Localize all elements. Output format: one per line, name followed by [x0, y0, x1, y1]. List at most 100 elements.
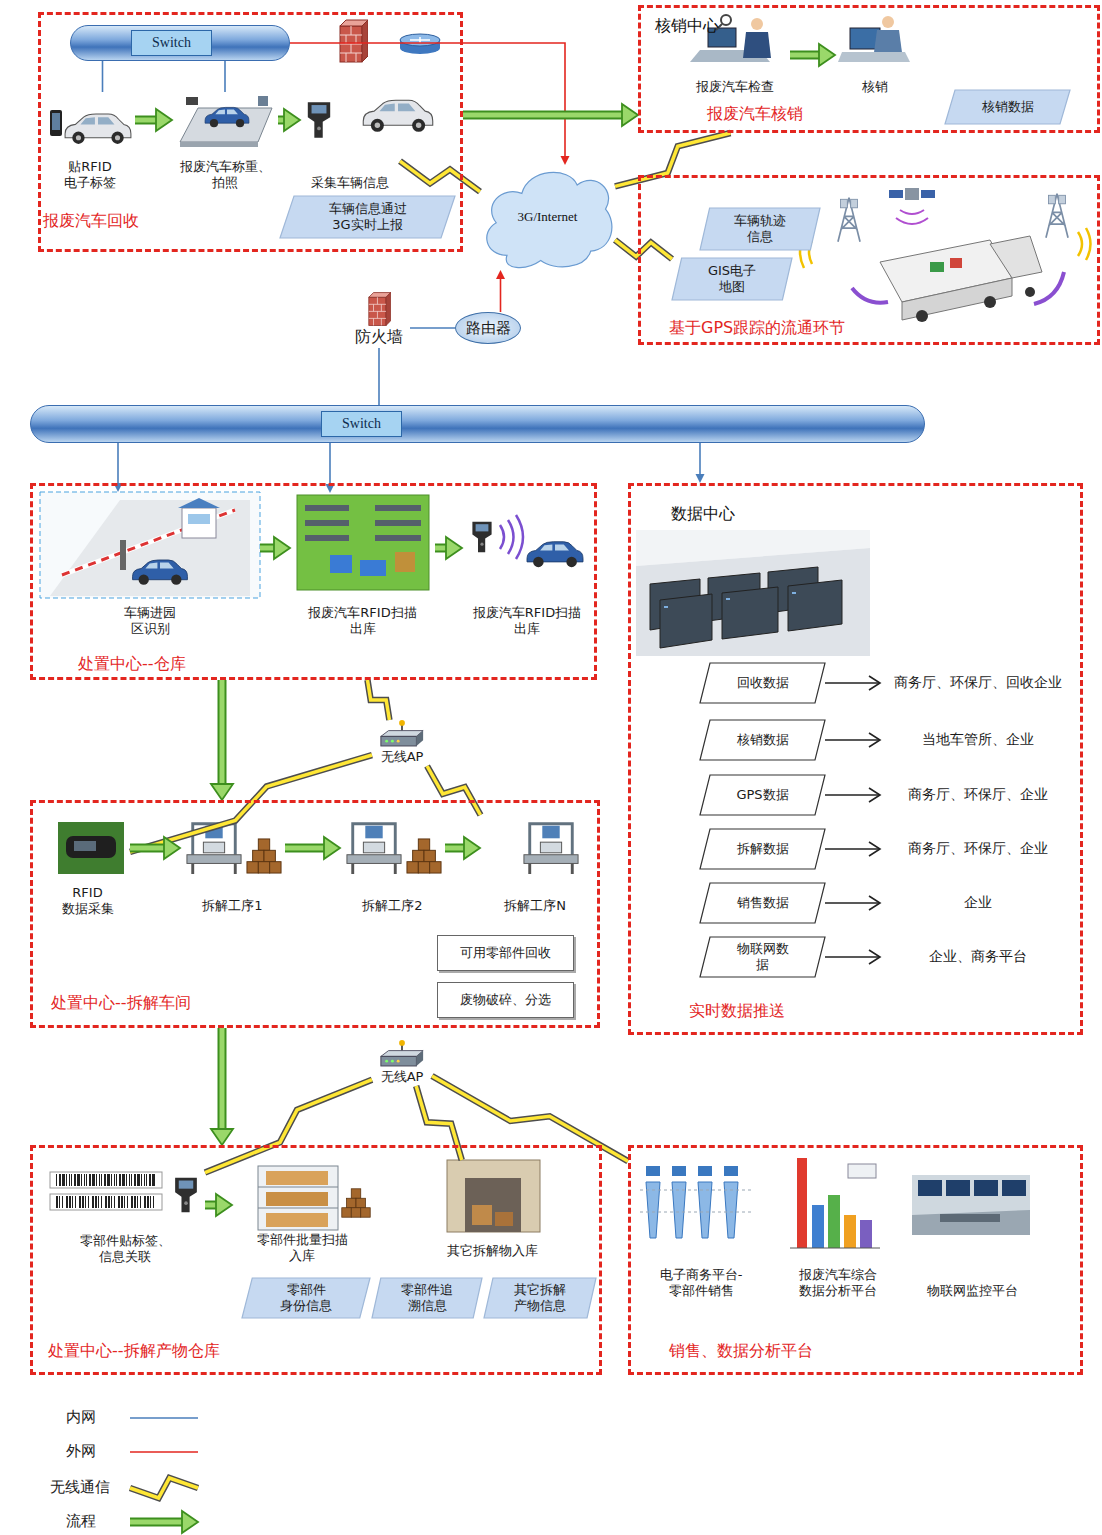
node-label: 其它拆解 产物信息 — [510, 1282, 570, 1315]
server-room — [636, 530, 870, 656]
network-wire — [699, 443, 701, 477]
recipient-label: 当地车管所、企业 — [880, 727, 1075, 753]
data-parallelogram: GPS数据 — [700, 775, 825, 815]
connector — [427, 766, 480, 815]
arrow-head — [869, 788, 880, 802]
data-parallelogram: 核销数据 — [700, 720, 825, 760]
parallelogram-outline — [484, 1278, 596, 1318]
parallelogram-outline — [700, 775, 825, 815]
icon-node: 采集车辆信息 — [300, 92, 400, 192]
connector — [615, 133, 730, 186]
node-label: 3G/Internet — [518, 209, 578, 225]
process-box: 废物破碎、分选 — [437, 982, 574, 1018]
satellite — [896, 210, 928, 224]
weighing-scale — [180, 96, 272, 147]
icon-node: RFID 数据采集 — [45, 820, 130, 918]
node-label: 物联网监控平台 — [927, 1283, 1018, 1299]
network-wire — [224, 61, 226, 92]
weighing-scale — [180, 142, 258, 147]
scrap-car — [205, 107, 249, 127]
ecommerce-figures — [646, 1166, 738, 1176]
node-label: 废物破碎、分选 — [460, 992, 551, 1008]
node-label: 商务厅、环保厅、企业 — [908, 786, 1048, 804]
arrow-head — [464, 837, 480, 859]
network-wire — [378, 348, 380, 405]
gate-illustration — [120, 540, 126, 570]
data-parallelogram: 销售数据 — [700, 883, 825, 923]
flow-arrow — [463, 113, 627, 118]
network-wire — [329, 443, 331, 487]
inspection-desk — [743, 32, 771, 58]
arrow-head — [869, 733, 880, 747]
wireless-ap-icon — [381, 720, 423, 746]
network-wire — [117, 443, 119, 486]
gate-frame — [40, 492, 260, 598]
wireless-link — [367, 680, 389, 720]
bolt-outline — [416, 1086, 462, 1160]
gps-truck — [880, 236, 1042, 322]
icon-node: 无线AP — [372, 1040, 432, 1086]
scrap-car — [363, 100, 432, 131]
gps-truck — [950, 258, 962, 268]
bolt-outline — [427, 766, 480, 815]
node-label: RFID 数据采集 — [53, 885, 123, 918]
rfid-reader — [58, 822, 124, 874]
barcode-labels — [56, 1174, 156, 1186]
node-label: 报废汽车RFID扫描 出库 — [467, 605, 587, 638]
arrow-head — [561, 156, 570, 165]
region-title: 数据中心 — [671, 504, 735, 523]
bolt-outline — [130, 1478, 198, 1498]
rfid-waves — [516, 515, 523, 559]
node-label: 企业 — [964, 894, 992, 912]
flow-arrow-outline — [130, 1518, 187, 1527]
node-label: 采集车辆信息 — [311, 175, 389, 191]
rfid-tag-phone — [52, 113, 60, 130]
satellite — [905, 188, 919, 200]
network-wire — [290, 43, 565, 159]
legend-swatch — [130, 1418, 198, 1419]
icon-node: 零部件贴标签、 信息关联 — [45, 1168, 205, 1266]
data-parallelogram: 其它拆解 产物信息 — [484, 1278, 596, 1318]
connector — [496, 270, 505, 312]
server-room — [650, 567, 842, 648]
flow-arrow — [220, 680, 225, 789]
parallelogram-outline — [700, 937, 825, 977]
bolt-outline — [615, 133, 730, 186]
scrap-car — [527, 542, 583, 567]
push-arrow — [825, 682, 880, 683]
dashed-region: 电子商务平台- 零部件销售报废汽车综合 数据分析平台物联网监控平台销售、数据分析… — [628, 1145, 1083, 1375]
router-node: 路由器 — [455, 312, 521, 344]
connector — [445, 837, 480, 859]
verification-desk — [838, 52, 910, 62]
node-label: 车辆信息通过 3G实时上报 — [318, 201, 418, 234]
push-arrow — [825, 956, 880, 957]
node-label: 拆解工序1 — [202, 898, 262, 914]
dashed-region: RFID 数据采集拆解工序1拆解工序2拆解工序N可用零部件回收废物破碎、分选处置… — [30, 800, 600, 1028]
gps-truck — [930, 262, 944, 272]
node-label: 销售数据 — [737, 895, 789, 911]
connector — [130, 837, 180, 859]
push-arrow — [825, 739, 880, 740]
monitoring-room — [918, 1180, 1026, 1196]
parallelogram-outline — [700, 883, 825, 923]
parallelogram-outline — [700, 208, 820, 250]
data-parallelogram: 回收数据 — [700, 663, 825, 703]
server-room — [636, 548, 870, 656]
bolt-outline — [400, 161, 480, 192]
barcode-labels — [56, 1196, 156, 1208]
connector — [825, 788, 880, 802]
parts-shelf — [266, 1171, 328, 1185]
recipient-label: 商务厅、环保厅、企业 — [880, 836, 1075, 862]
ecommerce-figures — [724, 1166, 738, 1176]
node-label: 企业、商务平台 — [929, 948, 1027, 966]
connector — [211, 1028, 233, 1145]
connector — [225, 61, 226, 92]
rfid-waves — [508, 520, 514, 554]
node-label: 核销 — [862, 79, 888, 95]
satellite — [889, 190, 903, 198]
data-parallelogram: 物联网数 据 — [700, 937, 825, 977]
connector — [205, 1194, 232, 1216]
push-arrow — [825, 902, 880, 903]
gate-illustration — [50, 498, 250, 596]
legend-label: 流程 — [66, 1512, 96, 1530]
